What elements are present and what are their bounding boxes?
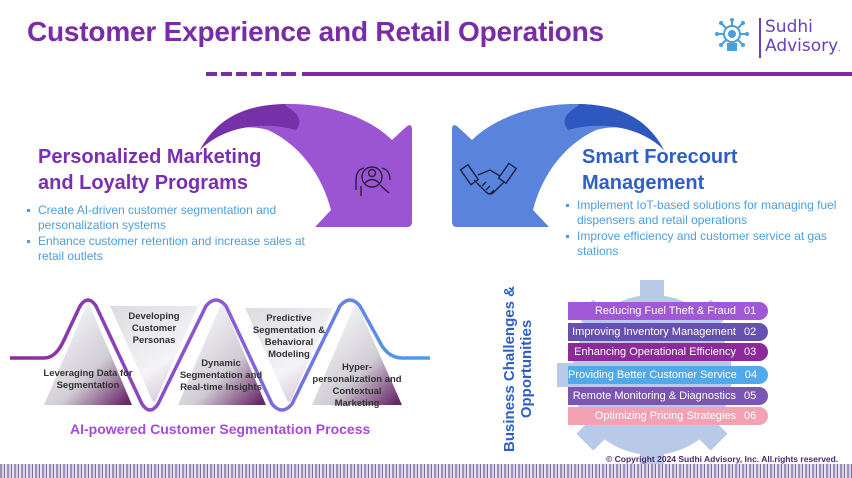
bullet: Implement IoT-based solutions for managi… xyxy=(566,198,846,228)
personalized-marketing-bullets: Create AI-driven customer segmentation a… xyxy=(27,203,317,265)
process-title: AI-powered Customer Segmentation Process xyxy=(70,421,371,437)
step-triangle xyxy=(178,304,266,405)
blue-arrow xyxy=(452,104,664,227)
user-search-icon xyxy=(355,166,391,196)
page-title: Customer Experience and Retail Operation… xyxy=(27,16,604,47)
smart-forecourt-bullets: Implement IoT-based solutions for managi… xyxy=(566,198,846,260)
handshake-icon xyxy=(459,162,518,195)
step-triangle xyxy=(110,306,198,402)
logo-line-2: Advisory. xyxy=(765,36,841,56)
footer-pattern xyxy=(0,464,852,478)
process-wave-line xyxy=(10,298,430,412)
segmentation-process-graphic xyxy=(10,298,430,412)
step-2-label: Developing Customer Personas xyxy=(128,311,180,346)
challenges-title: Business Challenges & Opportunities xyxy=(501,286,535,452)
purple-arrow xyxy=(200,104,412,227)
logo-line-1: Sudhi xyxy=(765,17,813,37)
logo: Sudhi Advisory. xyxy=(759,18,841,58)
step-3-label: Dynamic Segmentation and Real-time Insig… xyxy=(179,358,263,393)
step-4-label: Predictive Segmentation & Behavioral Mod… xyxy=(252,313,326,360)
bullet: Enhance customer retention and increase … xyxy=(27,234,317,264)
lightbulb-network-icon xyxy=(715,18,749,51)
step-triangle xyxy=(245,308,333,402)
step-1-label: Leveraging Data for Segmentation xyxy=(43,368,133,391)
bullet: Create AI-driven customer segmentation a… xyxy=(27,203,317,233)
step-triangle xyxy=(312,304,402,405)
step-5-label: Hyper-personalization and Contextual Mar… xyxy=(312,362,402,409)
header-divider xyxy=(206,72,852,76)
copyright: © Copyright 2024 Sudhi Advisory, Inc. Al… xyxy=(606,454,839,464)
arrows-graphic xyxy=(200,104,664,227)
bullet: Improve efficiency and customer service … xyxy=(566,229,846,259)
step-triangle xyxy=(44,304,132,405)
